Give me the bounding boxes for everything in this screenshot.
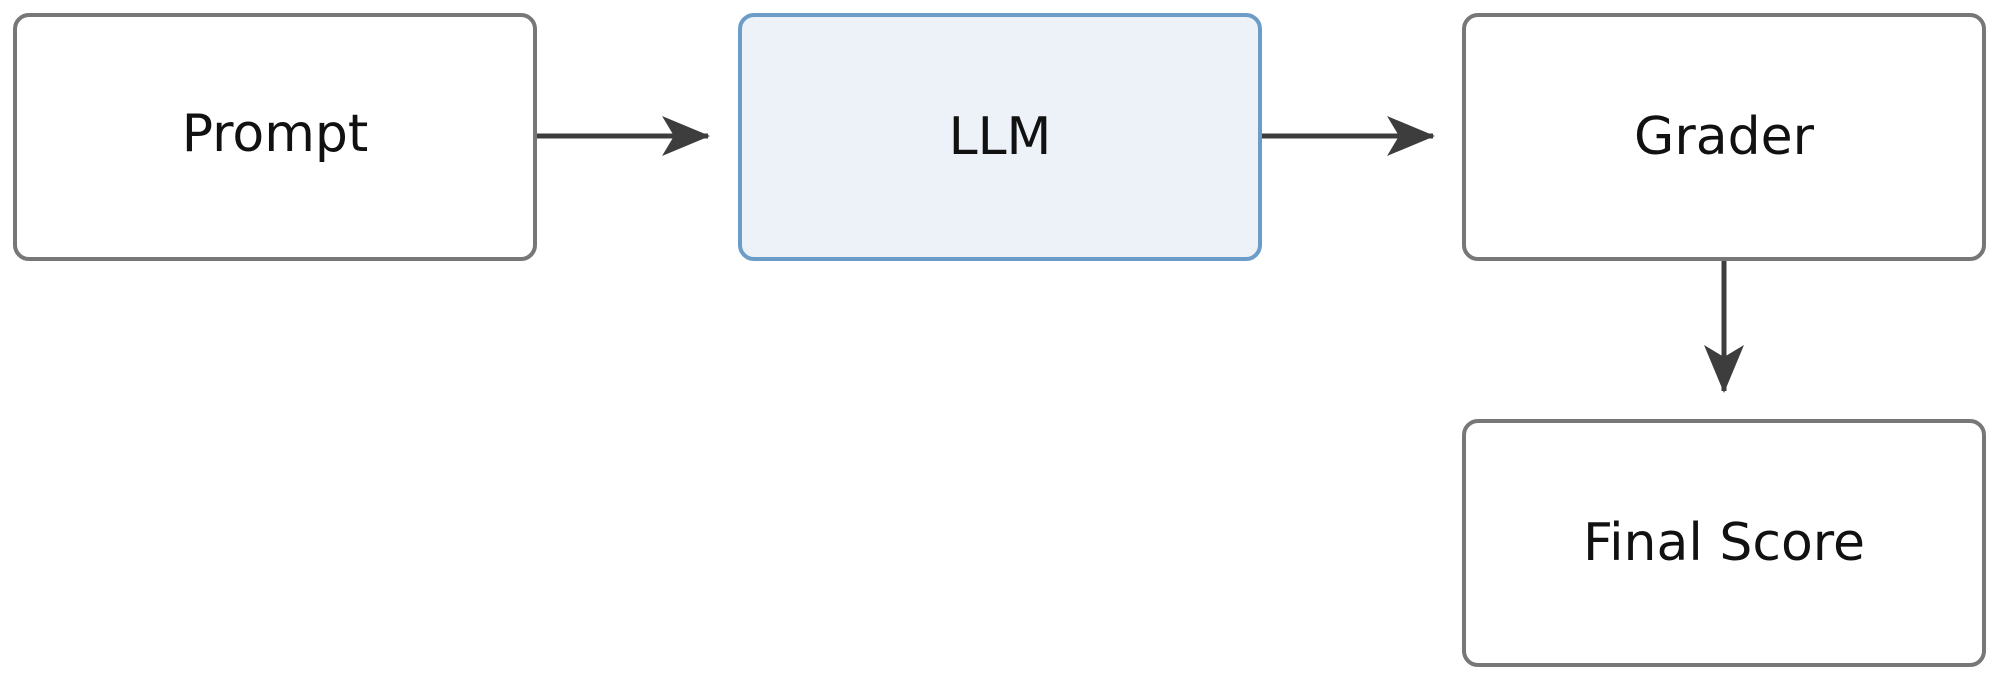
node-final-score-label: Final Score <box>1583 513 1865 573</box>
node-final-score: Final Score <box>1462 419 1986 667</box>
node-llm-box <box>738 13 1262 261</box>
edges <box>536 116 1744 393</box>
node-llm-label: LLM <box>949 107 1052 167</box>
node-grader: Grader <box>1462 13 1986 261</box>
node-llm: LLM <box>738 13 1262 261</box>
node-prompt: Prompt <box>13 13 537 261</box>
node-grader-box <box>1462 13 1986 261</box>
node-grader-label: Grader <box>1634 107 1815 167</box>
node-final-score-box <box>1462 419 1986 667</box>
node-prompt-box <box>13 13 537 261</box>
node-prompt-label: Prompt <box>182 104 369 164</box>
